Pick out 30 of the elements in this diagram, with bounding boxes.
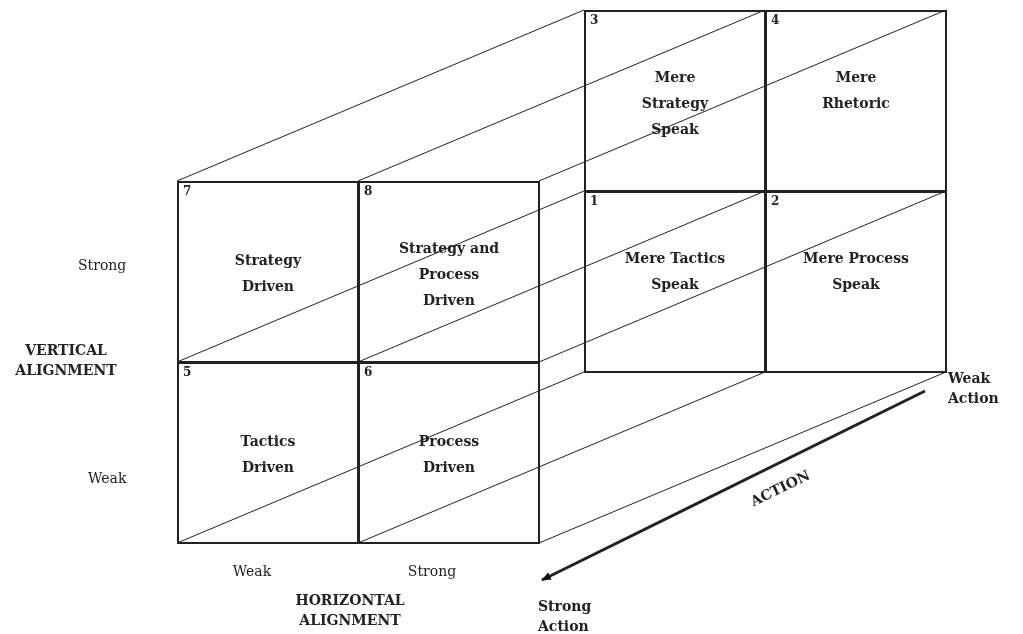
cell-label: Mere Process Speak — [803, 249, 909, 294]
cell-number: 7 — [183, 184, 192, 198]
cell-label: Mere Rhetoric — [821, 68, 891, 113]
cell-number: 1 — [590, 194, 599, 208]
cell-label: Process Driven — [417, 432, 481, 477]
matrix-cell — [358, 362, 540, 544]
axis-tick-label: Strong — [406, 562, 458, 581]
axis-end-label: Strong Action — [538, 597, 593, 634]
matrix-cell — [765, 10, 947, 192]
matrix-cell — [584, 10, 766, 192]
cell-number: 2 — [771, 194, 780, 208]
cell-label: Mere Tactics Speak — [623, 249, 727, 294]
axis-tick-label: Strong — [78, 256, 128, 275]
cell-number: 4 — [771, 13, 780, 27]
cell-number: 6 — [364, 365, 373, 379]
cell-label: Tactics Driven — [239, 432, 297, 477]
cell-number: 3 — [590, 13, 599, 27]
matrix-cell — [177, 362, 359, 544]
matrix-cell — [177, 181, 359, 363]
matrix-cell — [765, 191, 947, 373]
cell-number: 5 — [183, 365, 192, 379]
cell-number: 8 — [364, 184, 373, 198]
cell-label: Strategy Driven — [233, 251, 303, 296]
axis-title: VERTICAL ALIGNMENT — [14, 341, 118, 380]
axis-title: HORIZONTAL ALIGNMENT — [294, 591, 406, 630]
axis-tick-label: Weak — [88, 469, 128, 488]
axis-tick-label: Weak — [231, 562, 273, 581]
axis-end-label: Weak Action — [948, 369, 1000, 408]
matrix-cell — [358, 181, 540, 363]
matrix-cell — [584, 191, 766, 373]
